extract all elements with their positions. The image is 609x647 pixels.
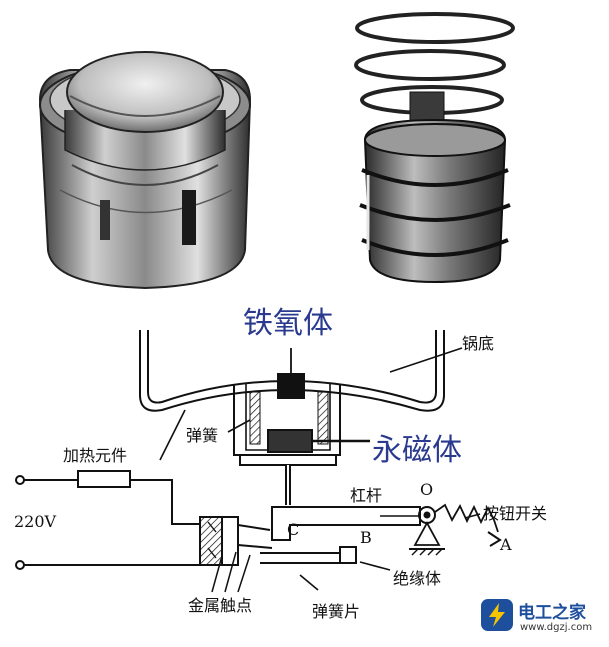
button-switch-label: 按钮开关: [483, 504, 548, 523]
pot-bottom-label: 锅底: [462, 334, 495, 353]
heater-element: [77, 470, 131, 488]
schematic: [15, 330, 502, 593]
terminal-bottom: [15, 560, 25, 570]
insulator-label: 绝缘体: [393, 569, 442, 588]
button-spring: [434, 503, 499, 533]
point-a-label: A: [500, 535, 512, 554]
terminal-top: [15, 475, 25, 485]
spring-strip: [260, 552, 341, 564]
point-b-label: B: [360, 528, 372, 547]
spring-left: [249, 391, 261, 445]
spring-strip-label: 弹簧片: [312, 602, 361, 621]
point-o-label: O: [420, 480, 434, 499]
lever: [271, 506, 421, 541]
permanent-magnet: [267, 429, 313, 453]
watermark-url: www.dgzj.com: [520, 622, 593, 633]
spring-right: [317, 391, 329, 445]
insulator-b: [339, 546, 357, 564]
contact-block-right: [221, 516, 239, 566]
thermostat-photo: [38, 51, 252, 290]
ferrite-label: 铁氧体: [243, 306, 333, 341]
metal-contact-label: 金属触点: [188, 596, 253, 615]
magnet-label: 永磁体: [372, 433, 462, 468]
ferrite-block: [277, 373, 305, 399]
watermark-name: 电工之家: [518, 603, 586, 623]
spring-core-photo: [354, 12, 515, 284]
voltage-label: 220V: [14, 512, 57, 531]
lever-label: 杠杆: [350, 486, 383, 505]
lightning-logo-icon: [481, 599, 513, 631]
spring-label: 弹簧: [186, 426, 219, 445]
watermark: 电工之家 www.dgzj.com: [480, 596, 606, 640]
heater-label: 加热元件: [63, 446, 128, 465]
point-c-label: C: [287, 520, 300, 539]
contact-block-left: [199, 516, 223, 566]
